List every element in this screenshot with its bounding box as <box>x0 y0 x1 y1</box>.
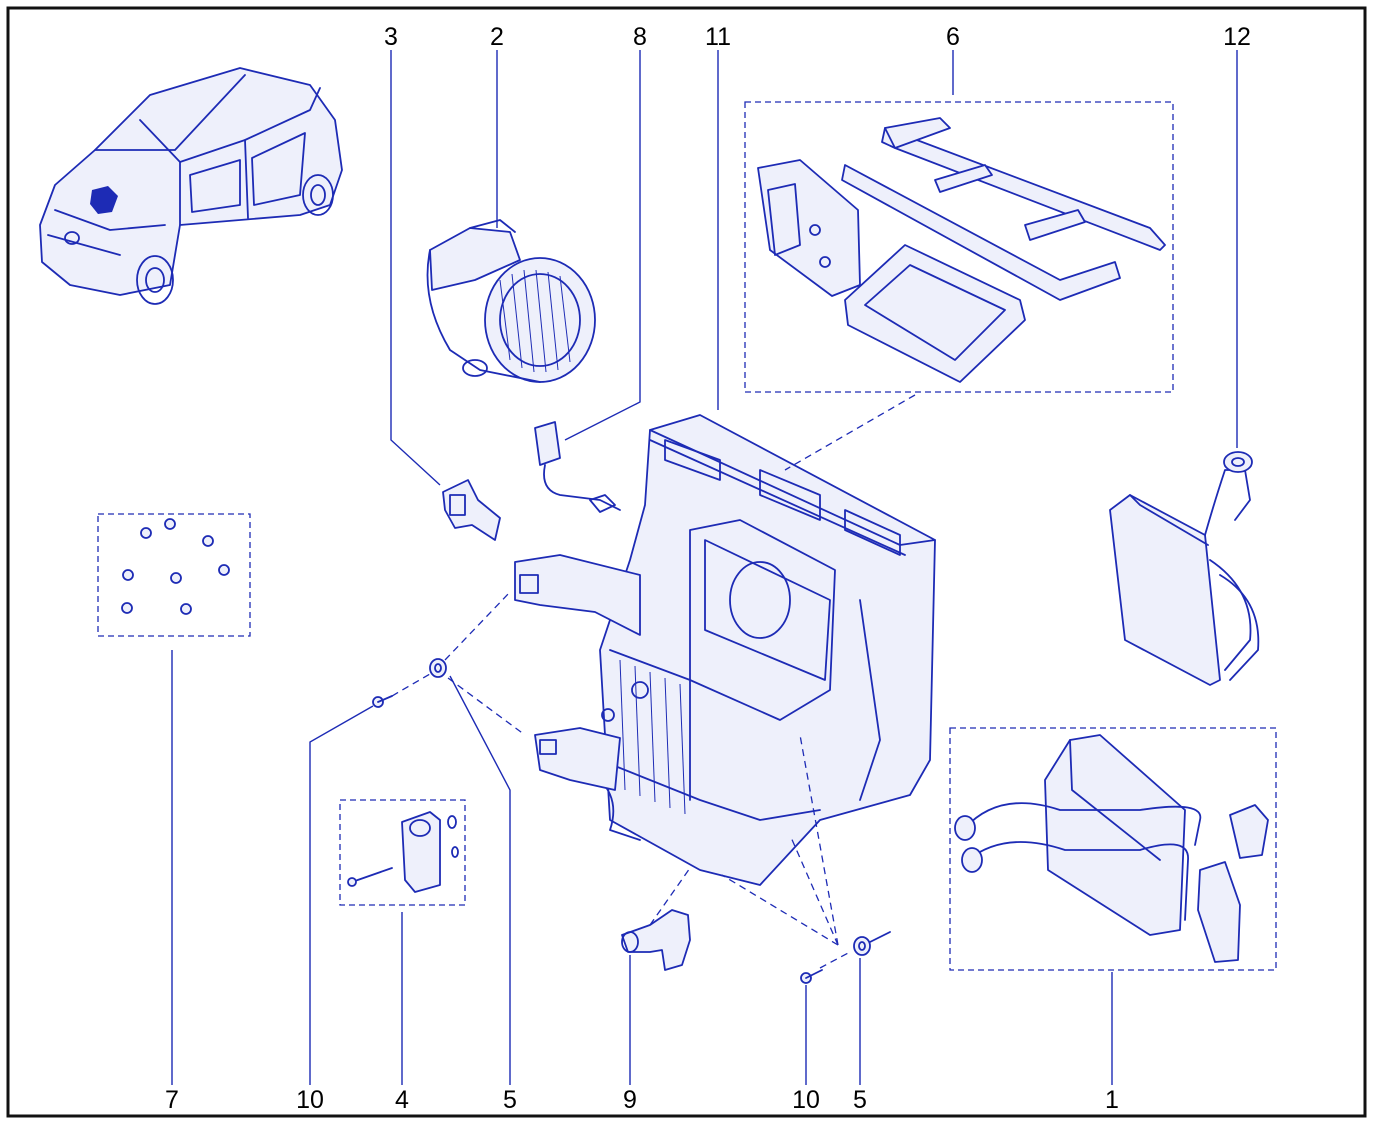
callout-7: 7 <box>165 1086 179 1114</box>
evaporator-part-12 <box>1109 451 1260 686</box>
vehicle-illustration <box>39 67 343 305</box>
blower-motor-part-2 <box>426 219 596 383</box>
screw-part-10-left <box>372 695 393 708</box>
heater-core-part-1 <box>949 727 1277 971</box>
upper-bracket <box>514 554 641 636</box>
resistor-part-3 <box>442 479 501 541</box>
drain-hose-part-9 <box>621 909 691 971</box>
callout-2: 2 <box>490 23 504 51</box>
hvac-location-marker <box>90 186 118 214</box>
callout-6: 6 <box>946 23 960 51</box>
lower-bracket <box>534 727 621 791</box>
hvac-housing-part-11 <box>599 414 936 886</box>
washer-part-5-right <box>853 931 891 956</box>
callout-3: 3 <box>384 23 398 51</box>
callout-5-right: 5 <box>853 1086 867 1114</box>
callout-10-left: 10 <box>296 1086 324 1114</box>
callout-5-left: 5 <box>503 1086 517 1114</box>
callout-10-right: 10 <box>792 1086 820 1114</box>
assembly-arrows <box>391 394 916 969</box>
screw-kit-part-7 <box>97 513 251 637</box>
callout-4: 4 <box>395 1086 409 1114</box>
expansion-valve-part-4 <box>339 799 466 906</box>
callout-12: 12 <box>1223 23 1251 51</box>
sensor-part-8 <box>534 421 621 513</box>
callout-1: 1 <box>1105 1086 1119 1114</box>
diagram-frame <box>6 6 1367 1118</box>
washer-part-5-left <box>429 658 447 678</box>
seal-kit-part-6 <box>744 101 1174 393</box>
callout-8: 8 <box>633 23 647 51</box>
callout-9: 9 <box>623 1086 637 1114</box>
leader-lines <box>171 50 1238 1085</box>
callout-11: 11 <box>705 23 731 51</box>
screw-part-10-right <box>800 969 823 984</box>
